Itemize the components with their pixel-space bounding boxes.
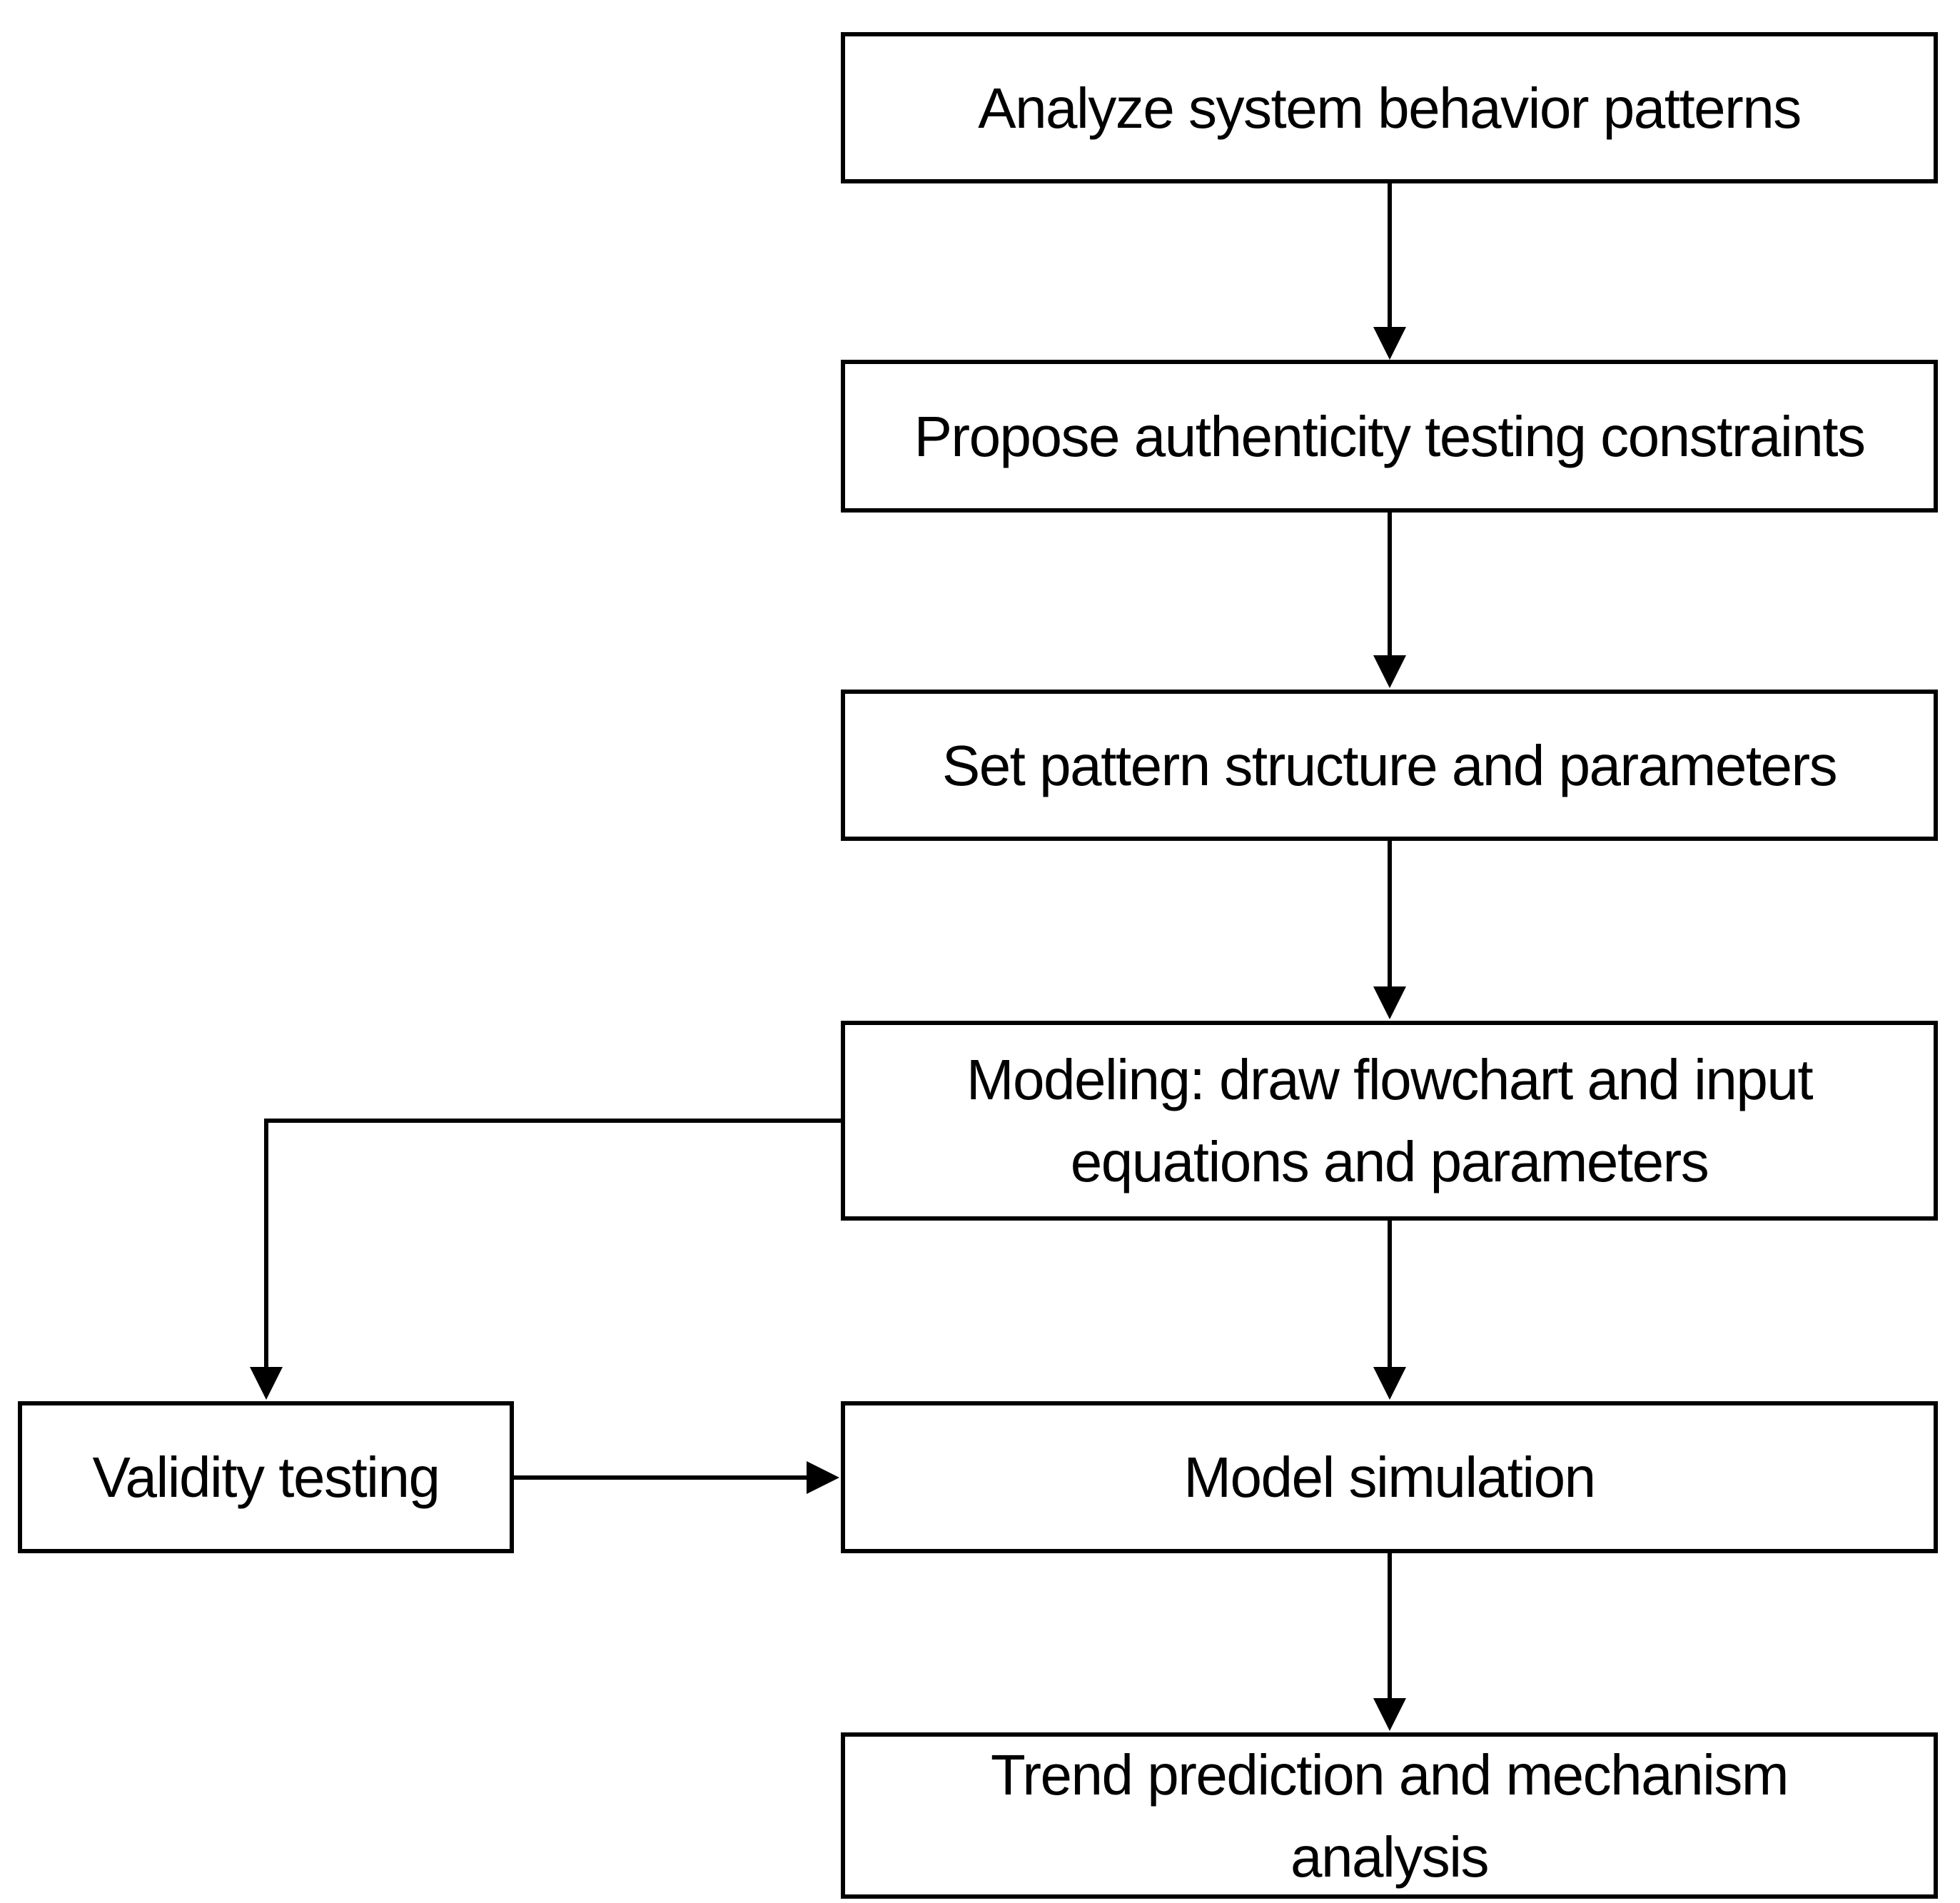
node-modeling-draw-flowchart: Modeling: draw flowchart and input equat… — [841, 1021, 1938, 1221]
node-propose-authenticity-testing-constraints: Propose authenticity testing constraints — [841, 360, 1938, 513]
node-label: Model simulation — [1183, 1445, 1596, 1509]
edge-set-pattern-to-modeling — [1373, 841, 1406, 1019]
node-label: Analyze system behavior patterns — [978, 76, 1802, 140]
node-validity-testing: Validity testing — [18, 1401, 514, 1553]
node-label: Set pattern structure and parameters — [941, 733, 1838, 797]
edge-modeling-to-simulation — [1373, 1221, 1406, 1400]
edge-analyze-to-propose — [1373, 183, 1406, 360]
node-label: Validity testing — [92, 1445, 440, 1509]
node-label-line-1: Trend prediction and mechanism — [990, 1742, 1789, 1807]
edge-validity-to-simulation — [514, 1461, 839, 1494]
node-model-simulation: Model simulation — [841, 1401, 1938, 1553]
node-analyze-system-behavior-patterns: Analyze system behavior patterns — [841, 32, 1938, 183]
node-label-line-2: analysis — [1290, 1824, 1490, 1889]
edge-modeling-to-validity — [250, 1119, 841, 1400]
node-label-line-2: equations and parameters — [1070, 1130, 1709, 1193]
node-label: Propose authenticity testing constraints — [914, 404, 1866, 468]
node-trend-prediction-mechanism-analysis: Trend prediction and mechanism analysis — [841, 1732, 1938, 1899]
node-label-line-1: Modeling: draw flowchart and input — [966, 1048, 1814, 1111]
node-set-pattern-structure-and-parameters: Set pattern structure and parameters — [841, 690, 1938, 841]
edge-simulation-to-trend — [1373, 1553, 1406, 1731]
edge-propose-to-set-pattern — [1373, 513, 1406, 688]
